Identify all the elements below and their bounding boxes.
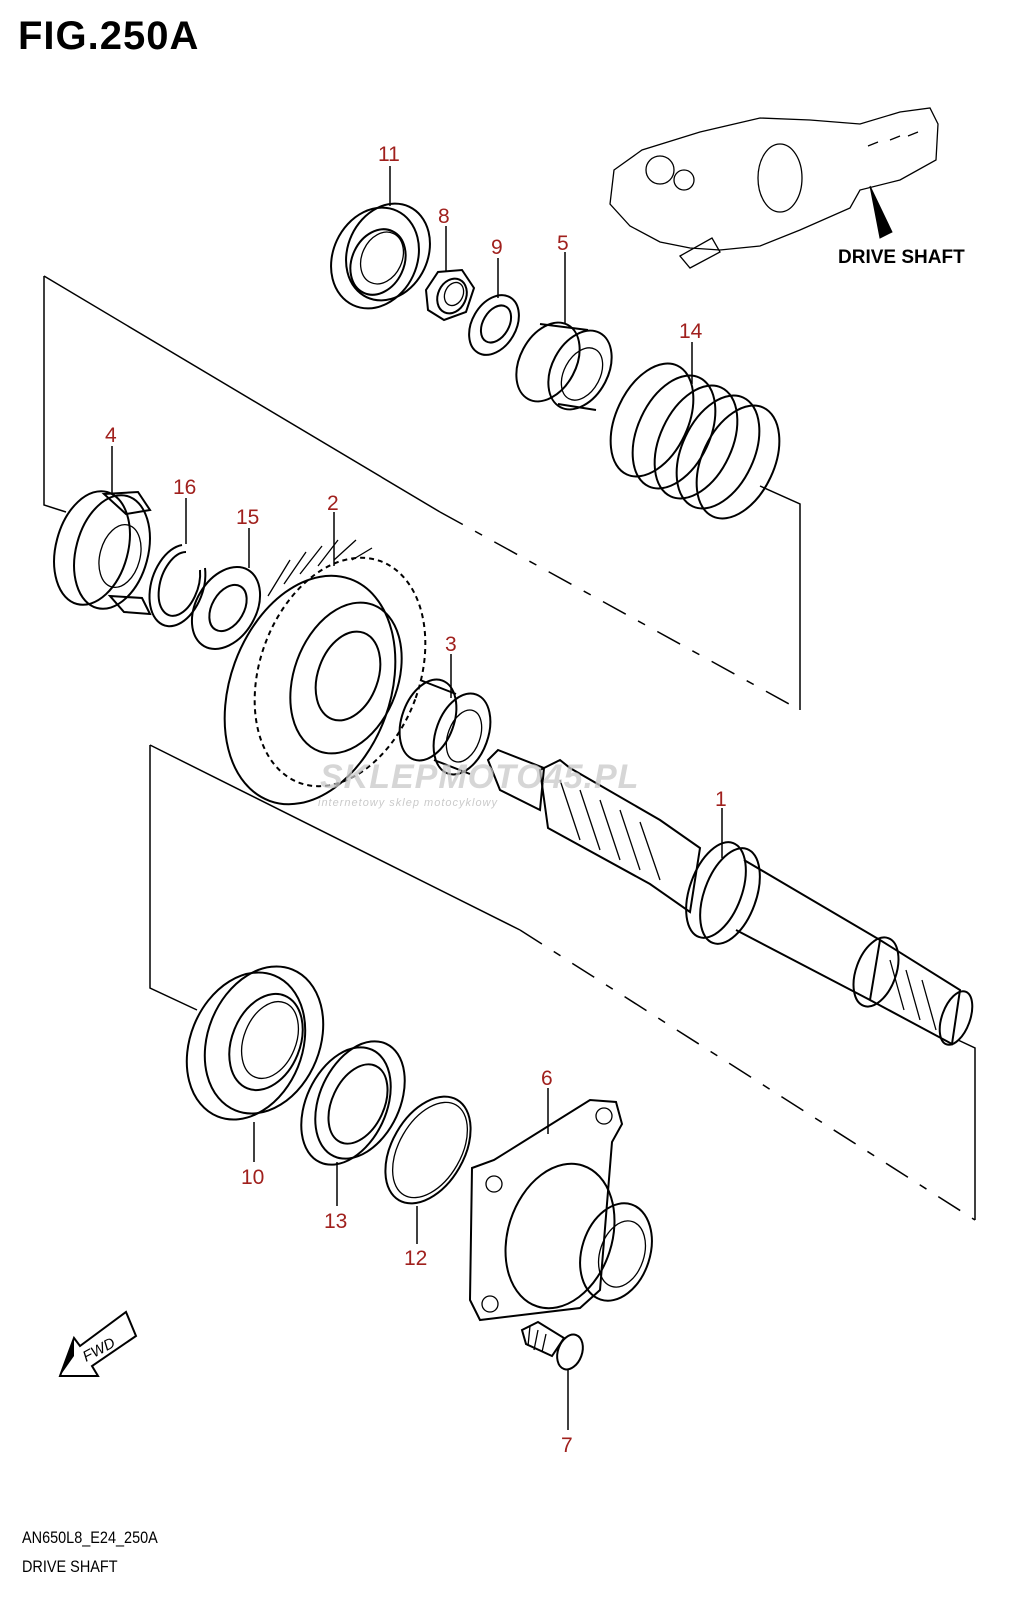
part-4-clutch-sleeve xyxy=(53,490,152,616)
callout-5: 5 xyxy=(557,232,569,324)
inset-label: DRIVE SHAFT xyxy=(838,247,965,268)
callout-number: 13 xyxy=(324,1210,347,1233)
callout-number: 6 xyxy=(541,1067,553,1090)
callout-number: 3 xyxy=(445,633,457,656)
lower-assembly-frame xyxy=(149,744,976,1221)
callout-number: 14 xyxy=(679,320,703,343)
part-10-bearing xyxy=(185,965,325,1121)
callout-11: 11 xyxy=(378,143,400,206)
callout-number: 12 xyxy=(404,1247,427,1270)
callout-number: 4 xyxy=(105,424,117,447)
callout-8: 8 xyxy=(438,205,450,272)
part-7-bolt xyxy=(520,1320,584,1371)
callout-number: 10 xyxy=(241,1166,264,1189)
part-5-collar xyxy=(515,321,613,411)
part-2-gear xyxy=(223,539,427,806)
upper-assembly-frame xyxy=(43,275,801,711)
callout-10: 10 xyxy=(241,1122,264,1189)
part-3-bushing xyxy=(398,678,492,776)
callout-number: 2 xyxy=(327,492,339,515)
callout-number: 8 xyxy=(438,205,450,228)
callout-9: 9 xyxy=(491,236,503,298)
part-1-drive-shaft xyxy=(486,748,974,1046)
callout-15: 15 xyxy=(236,506,259,568)
footer-diagram-name: DRIVE SHAFT xyxy=(22,1557,118,1576)
part-6-flange-housing xyxy=(468,1098,653,1322)
callout-number: 11 xyxy=(378,143,400,166)
callout-number: 9 xyxy=(491,236,503,259)
footer-diagram-code: AN650L8_E24_250A xyxy=(22,1528,158,1547)
callout-number: 1 xyxy=(715,788,727,811)
watermark-brand: SKLEPMOTO45.PL xyxy=(320,758,639,796)
part-14-spring xyxy=(609,362,781,520)
part-15-washer xyxy=(190,566,262,650)
callout-4: 4 xyxy=(105,424,117,494)
part-12-o-ring xyxy=(384,1095,472,1205)
callout-14: 14 xyxy=(679,320,703,384)
callout-2: 2 xyxy=(327,492,339,566)
inset-transmission-overview xyxy=(609,107,939,269)
part-8-nut xyxy=(424,268,476,322)
part-16-circlip xyxy=(148,544,207,628)
callout-16: 16 xyxy=(173,476,196,544)
callout-number: 5 xyxy=(557,232,569,255)
part-11-oil-seal xyxy=(330,202,431,310)
callout-6: 6 xyxy=(541,1067,553,1134)
callout-number: 16 xyxy=(173,476,196,499)
callout-number: 15 xyxy=(236,506,259,529)
callout-12: 12 xyxy=(404,1206,427,1270)
part-13-oil-seal xyxy=(300,1040,406,1166)
fwd-arrow-icon: FWD xyxy=(58,1310,138,1377)
callout-3: 3 xyxy=(445,633,457,698)
callout-1: 1 xyxy=(715,788,727,858)
figure-title: FIG.250A xyxy=(18,14,200,58)
callout-13: 13 xyxy=(324,1162,347,1233)
callout-number: 7 xyxy=(561,1434,573,1457)
part-9-washer xyxy=(468,294,520,356)
callout-7: 7 xyxy=(561,1370,573,1457)
watermark-tagline: internetowy sklep motocyklowy xyxy=(318,797,499,809)
